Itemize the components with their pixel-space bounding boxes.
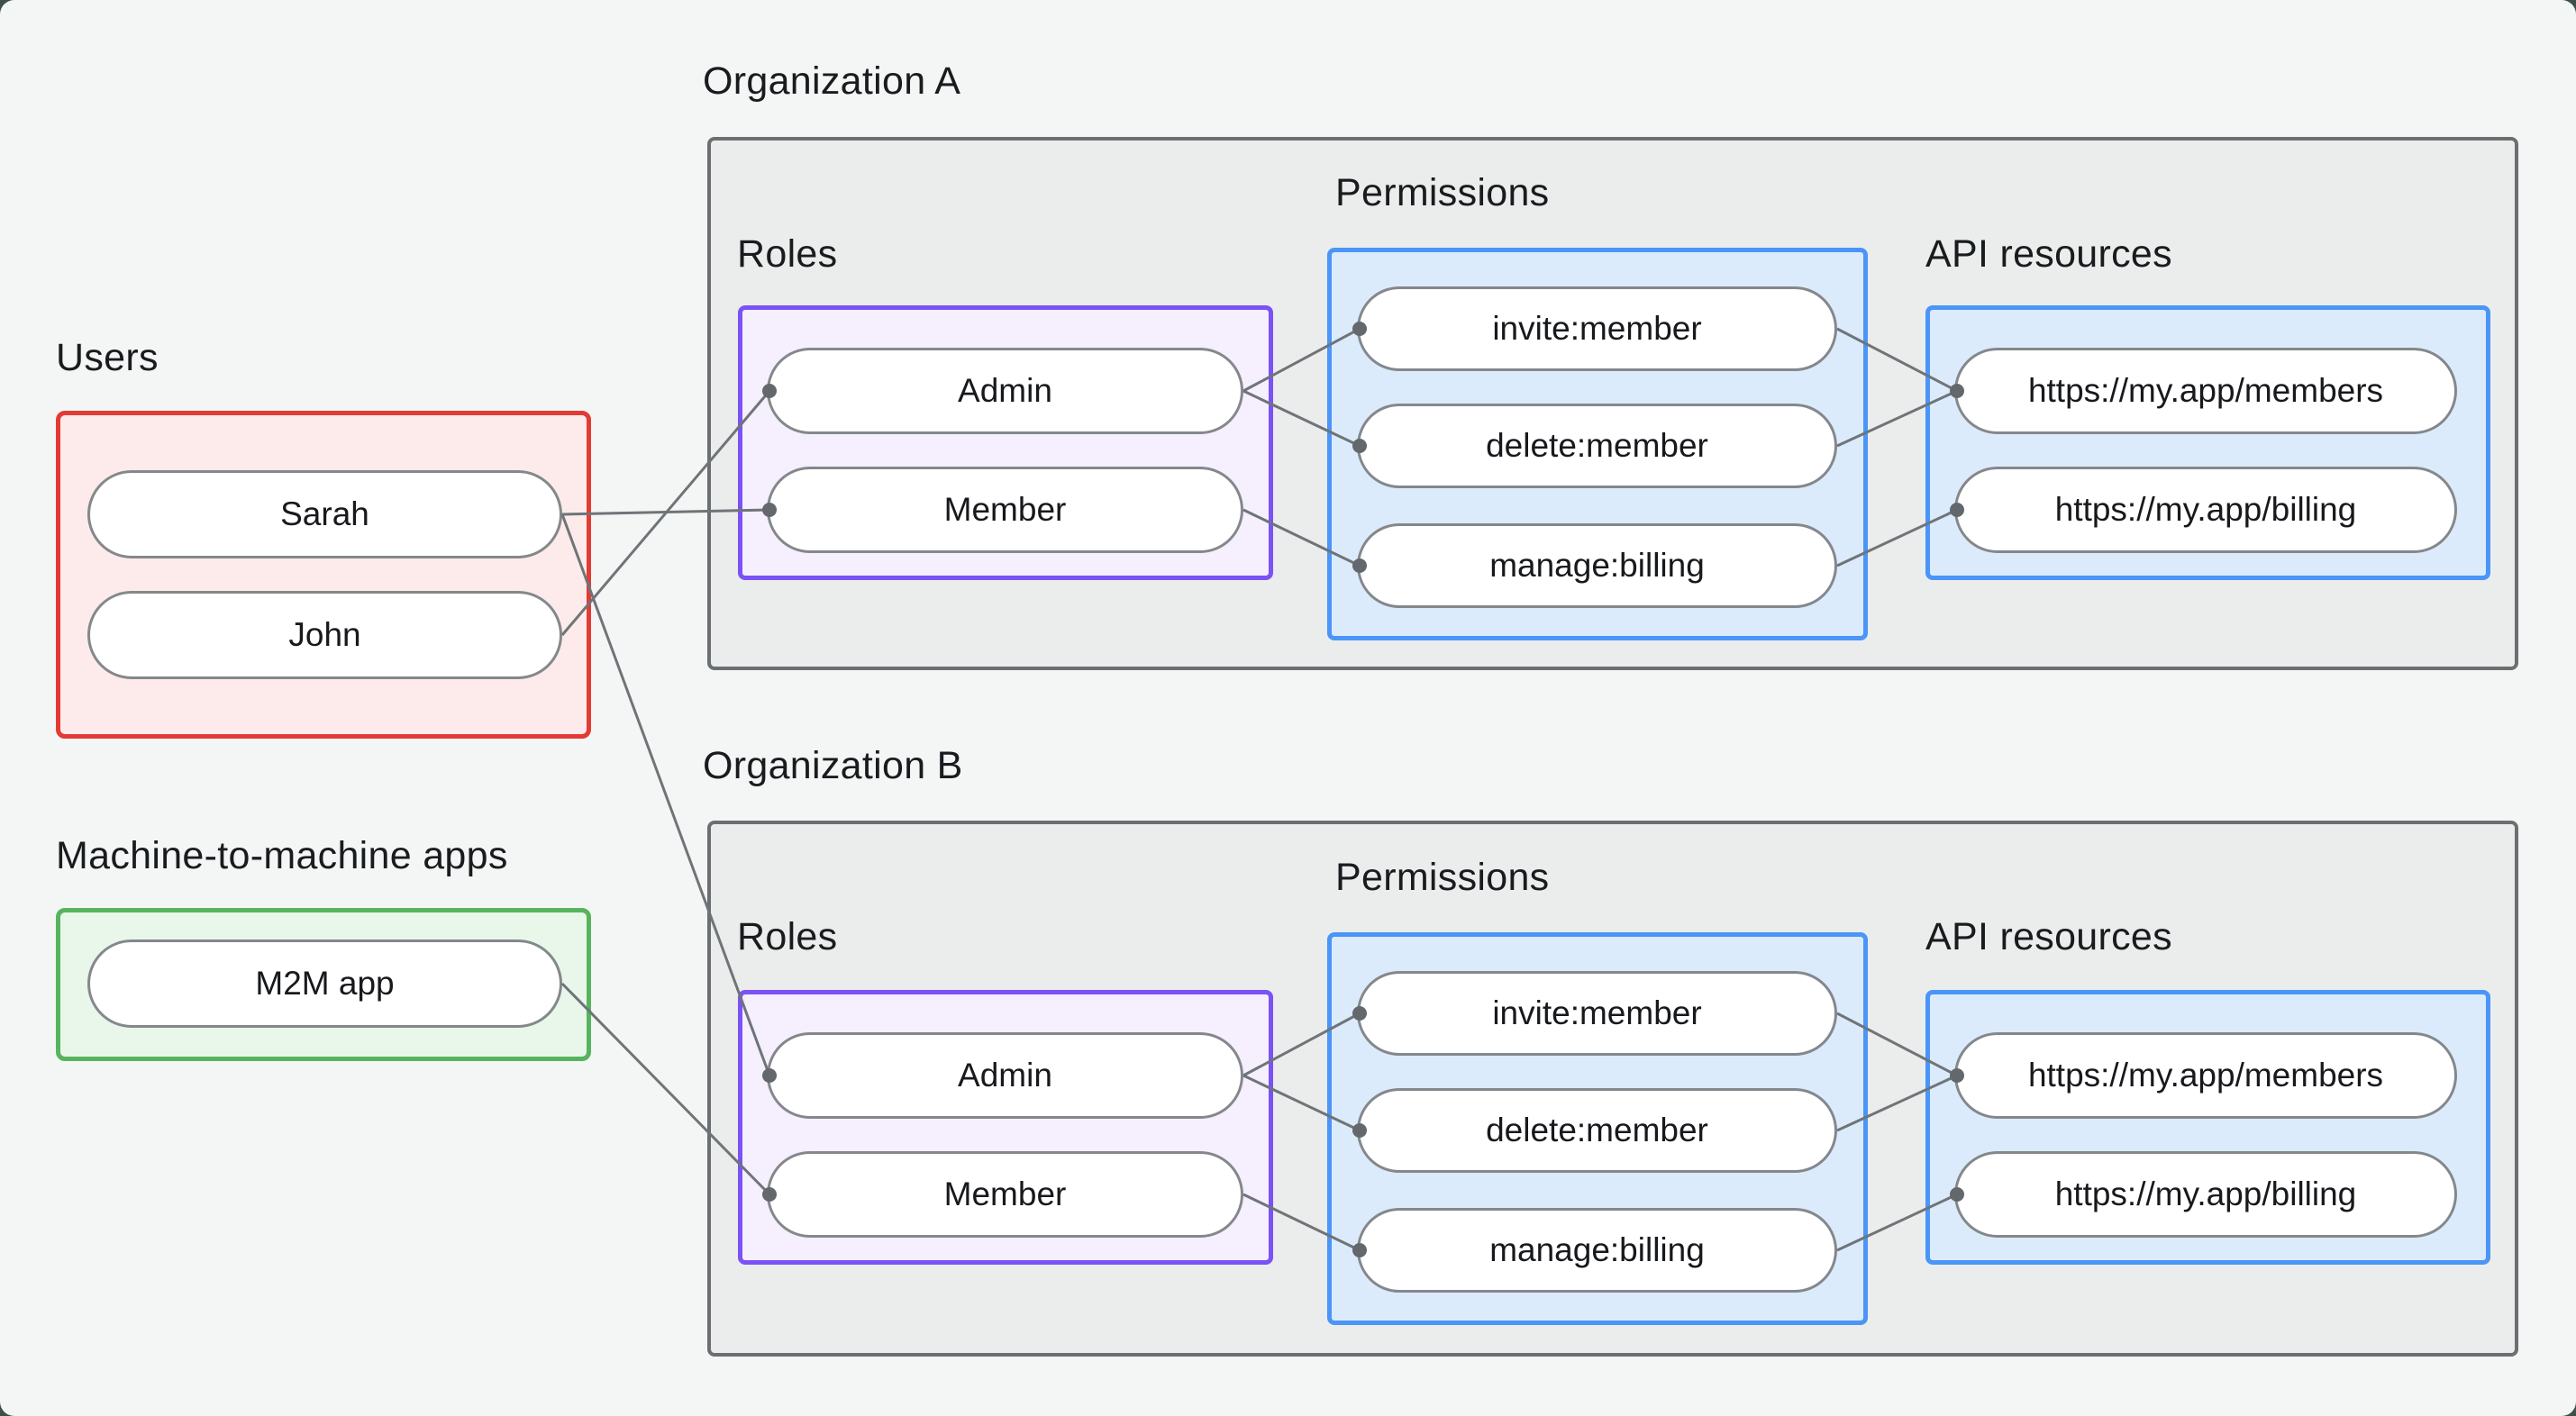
org-a-role-node-admin: Admin	[767, 348, 1243, 434]
org-a-api-resources-label: API resources	[1925, 232, 2172, 276]
org-b-api-resources-label: API resources	[1925, 915, 2172, 958]
org-b-permissions-label: Permissions	[1335, 856, 1550, 899]
org-a-role-node-member: Member	[767, 467, 1243, 553]
org-a-api-node-billing: https://my.app/billing	[1954, 467, 2457, 553]
org-a-permission-node-invite-member: invite:member	[1357, 286, 1837, 371]
org-b-roles-label: Roles	[737, 915, 838, 958]
m2m-node-app: M2M app	[87, 939, 562, 1028]
user-node-john: John	[87, 591, 562, 679]
users-group-label: Users	[56, 336, 159, 379]
org-a-title: Organization A	[703, 59, 961, 103]
m2m-group-label: Machine-to-machine apps	[56, 834, 508, 877]
users-group-box	[56, 411, 591, 739]
org-a-permission-node-manage-billing: manage:billing	[1357, 523, 1837, 608]
org-a-roles-label: Roles	[737, 232, 838, 276]
org-b-api-node-billing: https://my.app/billing	[1954, 1151, 2457, 1238]
org-a-permission-node-delete-member: delete:member	[1357, 404, 1837, 488]
org-a-permissions-label: Permissions	[1335, 171, 1550, 214]
org-b-api-node-members: https://my.app/members	[1954, 1032, 2457, 1119]
org-b-permission-node-manage-billing: manage:billing	[1357, 1208, 1837, 1293]
org-b-title: Organization B	[703, 744, 963, 787]
org-b-role-node-member: Member	[767, 1151, 1243, 1238]
org-b-permission-node-delete-member: delete:member	[1357, 1088, 1837, 1173]
org-b-role-node-admin: Admin	[767, 1032, 1243, 1119]
user-node-sarah: Sarah	[87, 470, 562, 558]
org-a-api-node-members: https://my.app/members	[1954, 348, 2457, 434]
org-b-permission-node-invite-member: invite:member	[1357, 971, 1837, 1056]
